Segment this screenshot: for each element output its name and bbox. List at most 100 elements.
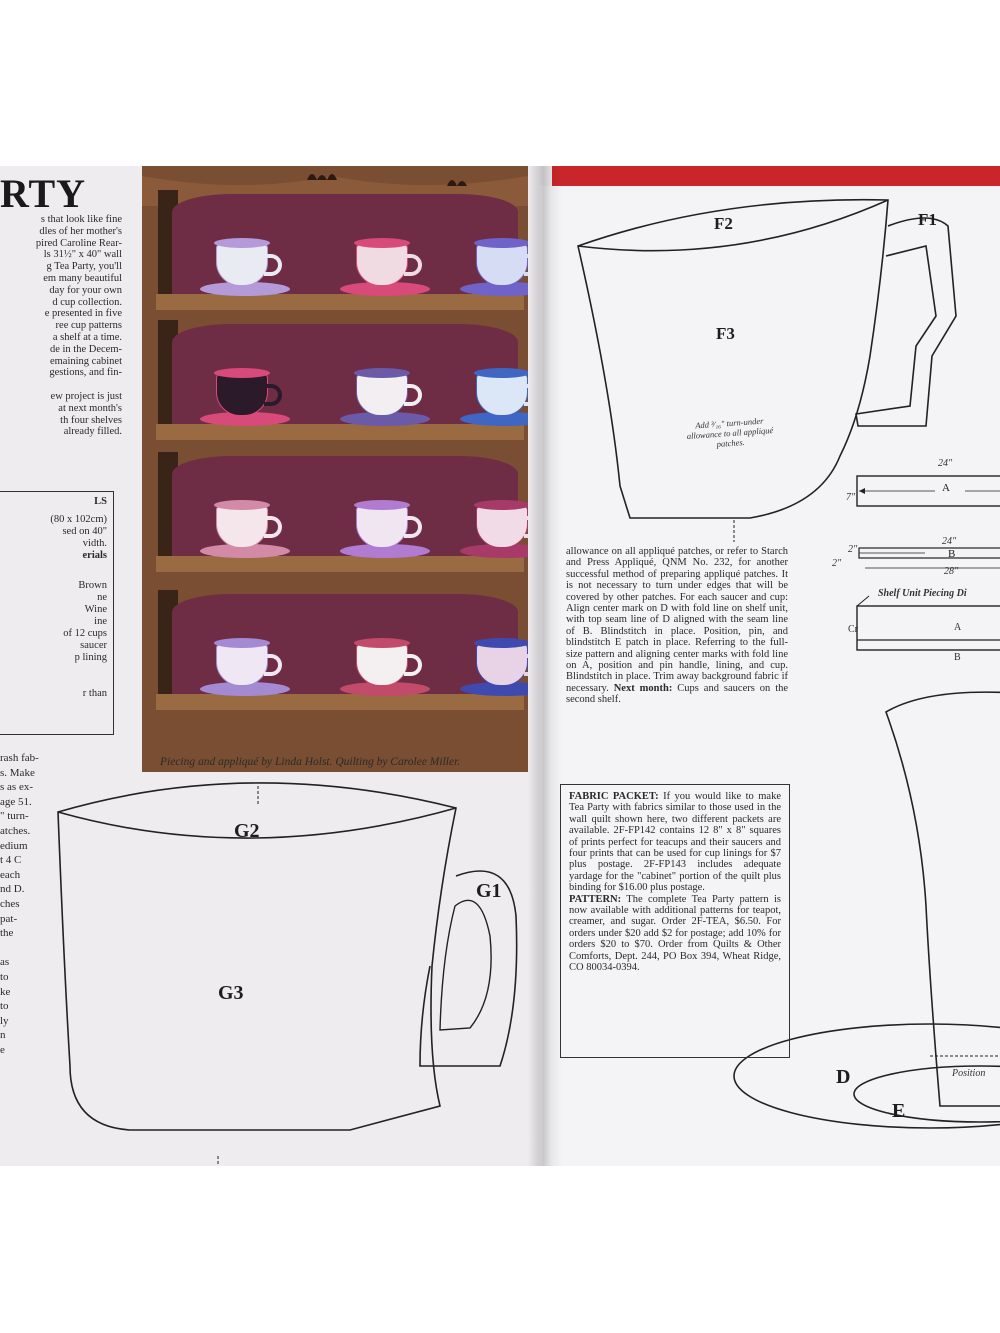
- teacup-applique: [340, 478, 430, 558]
- quilt-photo: [142, 166, 528, 772]
- article-line: gestions, and fin-: [49, 367, 122, 379]
- article-line: already filled.: [63, 426, 122, 438]
- column-line: e: [0, 1043, 5, 1056]
- teacup-applique: [200, 346, 290, 426]
- cup-bowl: [216, 506, 268, 548]
- materials-line: [104, 664, 107, 675]
- materials-line: ine: [94, 616, 107, 627]
- article-line: g Tea Party, you'll: [46, 261, 122, 273]
- cup-bowl: [476, 244, 528, 286]
- saucer: [460, 544, 528, 558]
- cup-rim: [354, 638, 410, 648]
- article-line: ls 31½" x 40" wall: [43, 249, 122, 261]
- label-g1: G1: [476, 880, 502, 902]
- cup-bowl: [356, 374, 408, 416]
- column-line: ches: [0, 897, 20, 910]
- cup-handle: [404, 516, 422, 538]
- next-month-text: Cups and saucers on the second shelf.: [566, 682, 789, 706]
- right-page: [540, 186, 1000, 1166]
- column-line: edium: [0, 839, 28, 852]
- quilt-shelf: [150, 576, 528, 716]
- column-line: " turn-: [0, 810, 29, 823]
- cup-handle: [524, 654, 528, 676]
- teacup-applique: [200, 478, 290, 558]
- cup-rim: [474, 238, 528, 248]
- materials-line: (80 x 102cm): [50, 514, 107, 525]
- pattern-text: The complete Tea Party pattern is now av…: [569, 893, 781, 974]
- fabric-packet-text: If you would like to make Tea Party with…: [569, 791, 781, 894]
- position-note: Position: [952, 1068, 986, 1079]
- materials-line: erials: [82, 550, 108, 561]
- cup-bowl: [216, 644, 268, 686]
- cup-handle: [264, 654, 282, 676]
- label-g2: G2: [234, 820, 260, 842]
- dim-top-b: 24": [942, 536, 957, 547]
- label-f1: F1: [918, 210, 937, 229]
- instructions-text: allowance on all appliqué patches, or re…: [566, 546, 788, 706]
- cup-bowl: [476, 644, 528, 686]
- cup-bowl: [476, 374, 528, 416]
- cup-rim: [354, 368, 410, 378]
- shelf-board: [156, 694, 524, 710]
- label-e: E: [892, 1100, 906, 1122]
- dim-side-a: 7": [846, 492, 856, 503]
- column-line: to: [0, 1000, 9, 1013]
- shelf-diagram-title: Shelf Unit Piecing Di: [878, 588, 967, 599]
- column-line: ly: [0, 1014, 9, 1027]
- cup-handle: [404, 254, 422, 276]
- column-line: each: [0, 868, 21, 881]
- materials-line: Wine: [84, 604, 107, 615]
- teacup-applique: [340, 216, 430, 296]
- column-line: ke: [0, 985, 11, 998]
- materials-line: vidth.: [82, 538, 107, 549]
- article-line: a shelf at a time.: [52, 331, 122, 343]
- pattern-label: PATTERN:: [569, 893, 622, 905]
- saucer-de-pattern: [733, 691, 1000, 1129]
- strip-a-label: A: [942, 482, 950, 494]
- teacup-applique: [340, 346, 430, 426]
- article-line: dles of her mother's: [39, 225, 122, 237]
- shelf-board: [156, 424, 524, 440]
- saucer: [200, 682, 290, 696]
- quilt-shelf: [150, 306, 528, 446]
- column-line: pat-: [0, 912, 18, 925]
- column-line: n: [0, 1029, 6, 1042]
- cup-rim: [214, 638, 270, 648]
- column-line: s as ex-: [0, 781, 33, 794]
- next-month-label: Next month:: [613, 682, 673, 694]
- cup-rim: [474, 368, 528, 378]
- label-g3: G3: [218, 982, 244, 1004]
- cup-bowl: [476, 506, 528, 548]
- dim-bottom-b: 28": [944, 566, 959, 577]
- column-line: to: [0, 970, 9, 983]
- materials-line: p lining: [74, 652, 107, 663]
- cup-handle: [264, 254, 282, 276]
- teacup-applique: [460, 478, 528, 558]
- dim-top-a: 24": [938, 458, 953, 469]
- saucer: [340, 544, 430, 558]
- label-f3: F3: [716, 324, 735, 343]
- cup-rim: [214, 238, 270, 248]
- cup-bowl: [356, 506, 408, 548]
- article-line: s that look like fine: [40, 214, 122, 225]
- cup-handle: [404, 654, 422, 676]
- cup-handle: [524, 384, 528, 406]
- cup-handle: [524, 516, 528, 538]
- shelf-strips: [856, 475, 1000, 651]
- cup-rim: [474, 500, 528, 510]
- article-line: ew project is just: [50, 390, 122, 402]
- column-line: age 51.: [0, 795, 32, 808]
- shelf-board: [156, 294, 524, 310]
- cup-bowl: [356, 644, 408, 686]
- saucer: [460, 282, 528, 296]
- quilt-shelf: [150, 438, 528, 578]
- saucer: [340, 412, 430, 426]
- cup-bowl: [216, 374, 268, 416]
- shelf-board: [156, 556, 524, 572]
- teacup-applique: [340, 616, 430, 696]
- materials-line: saucer: [80, 640, 107, 651]
- article-line: em many beautiful: [43, 272, 122, 284]
